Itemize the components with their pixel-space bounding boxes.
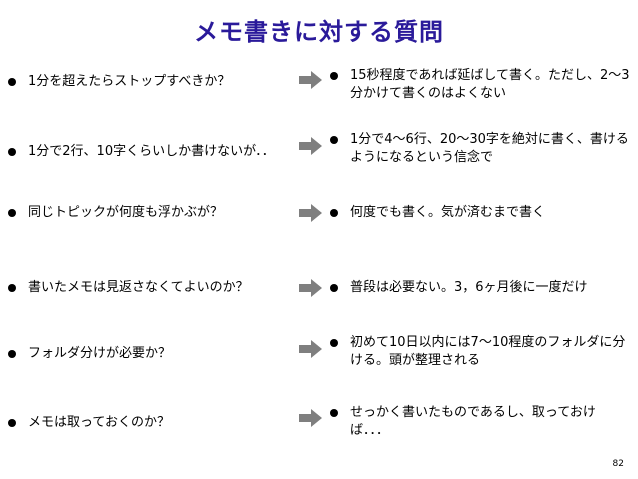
answer-text: 15秒程度であれば延ばして書く。ただし、2〜3分かけて書くのはよくない bbox=[350, 68, 630, 101]
bullet-icon bbox=[8, 148, 16, 156]
answer-item: 15秒程度であれば延ばして書く。ただし、2〜3分かけて書くのはよくない bbox=[330, 67, 630, 103]
question-item: メモは取っておくのか？ bbox=[8, 414, 298, 432]
answer-item: 1分で4〜6行、20〜30字を絶対に書く、書けるようになるという信念で bbox=[330, 131, 630, 167]
answer-text: 普段は必要ない。3，6ヶ月後に一度だけ bbox=[350, 280, 588, 295]
bullet-icon bbox=[8, 78, 16, 86]
right-arrow-icon bbox=[299, 409, 322, 427]
right-arrow-icon bbox=[299, 71, 322, 89]
answer-item: 何度でも書く。気が済むまで書く bbox=[330, 204, 630, 222]
answer-text: 何度でも書く。気が済むまで書く bbox=[350, 205, 546, 220]
question-text: 1分を超えたらストップすべきか？ bbox=[28, 74, 231, 89]
question-item: 1分を超えたらストップすべきか？ bbox=[8, 73, 298, 91]
bullet-icon bbox=[330, 284, 338, 292]
bullet-icon bbox=[8, 209, 16, 217]
bullet-icon bbox=[330, 209, 338, 217]
bullet-icon bbox=[8, 419, 16, 427]
answer-text: 1分で4〜6行、20〜30字を絶対に書く、書けるようになるという信念で bbox=[350, 132, 629, 165]
answer-item: 普段は必要ない。3，6ヶ月後に一度だけ bbox=[330, 279, 630, 297]
question-text: 同じトピックが何度も浮かぶが？ bbox=[28, 205, 224, 220]
right-arrow-icon bbox=[299, 340, 322, 358]
bullet-icon bbox=[330, 409, 338, 417]
right-arrow-icon bbox=[299, 279, 322, 297]
bullet-icon bbox=[8, 350, 16, 358]
bullet-icon bbox=[330, 136, 338, 144]
qa-row: 1分を超えたらストップすべきか？ 15秒程度であれば延ばして書く。ただし、2〜3… bbox=[0, 67, 638, 137]
qa-row: メモは取っておくのか？ せっかく書いたものであるし、取っておけば．．． bbox=[0, 404, 638, 474]
bullet-icon bbox=[330, 339, 338, 347]
answer-text: 初めて10日以内には7〜10程度のフォルダに分ける。頭が整理される bbox=[350, 335, 626, 368]
question-text: 1分で2行、10字くらいしか書けないが．． bbox=[28, 144, 275, 159]
question-text: メモは取っておくのか？ bbox=[28, 415, 170, 430]
question-item: 1分で2行、10字くらいしか書けないが．． bbox=[8, 143, 298, 161]
answer-text: せっかく書いたものであるし、取っておけば．．． bbox=[350, 405, 596, 438]
qa-row: 1分で2行、10字くらいしか書けないが．． 1分で4〜6行、20〜30字を絶対に… bbox=[0, 131, 638, 201]
question-text: 書いたメモは見返さなくてよいのか？ bbox=[28, 280, 249, 295]
page-number: 82 bbox=[612, 459, 624, 469]
slide-title: メモ書きに対する質問 bbox=[194, 18, 444, 46]
qa-row: 書いたメモは見返さなくてよいのか？ 普段は必要ない。3，6ヶ月後に一度だけ bbox=[0, 279, 638, 349]
question-item: フォルダ分けが必要か？ bbox=[8, 345, 298, 363]
qa-row: 同じトピックが何度も浮かぶが？ 何度でも書く。気が済むまで書く bbox=[0, 204, 638, 274]
qa-row: フォルダ分けが必要か？ 初めて10日以内には7〜10程度のフォルダに分ける。頭が… bbox=[0, 334, 638, 404]
right-arrow-icon bbox=[299, 137, 322, 155]
bullet-icon bbox=[330, 72, 338, 80]
answer-item: せっかく書いたものであるし、取っておけば．．． bbox=[330, 404, 630, 440]
bullet-icon bbox=[8, 284, 16, 292]
question-item: 同じトピックが何度も浮かぶが？ bbox=[8, 204, 298, 222]
question-text: フォルダ分けが必要か？ bbox=[28, 346, 172, 361]
answer-item: 初めて10日以内には7〜10程度のフォルダに分ける。頭が整理される bbox=[330, 334, 630, 370]
question-item: 書いたメモは見返さなくてよいのか？ bbox=[8, 279, 298, 297]
right-arrow-icon bbox=[299, 204, 322, 222]
